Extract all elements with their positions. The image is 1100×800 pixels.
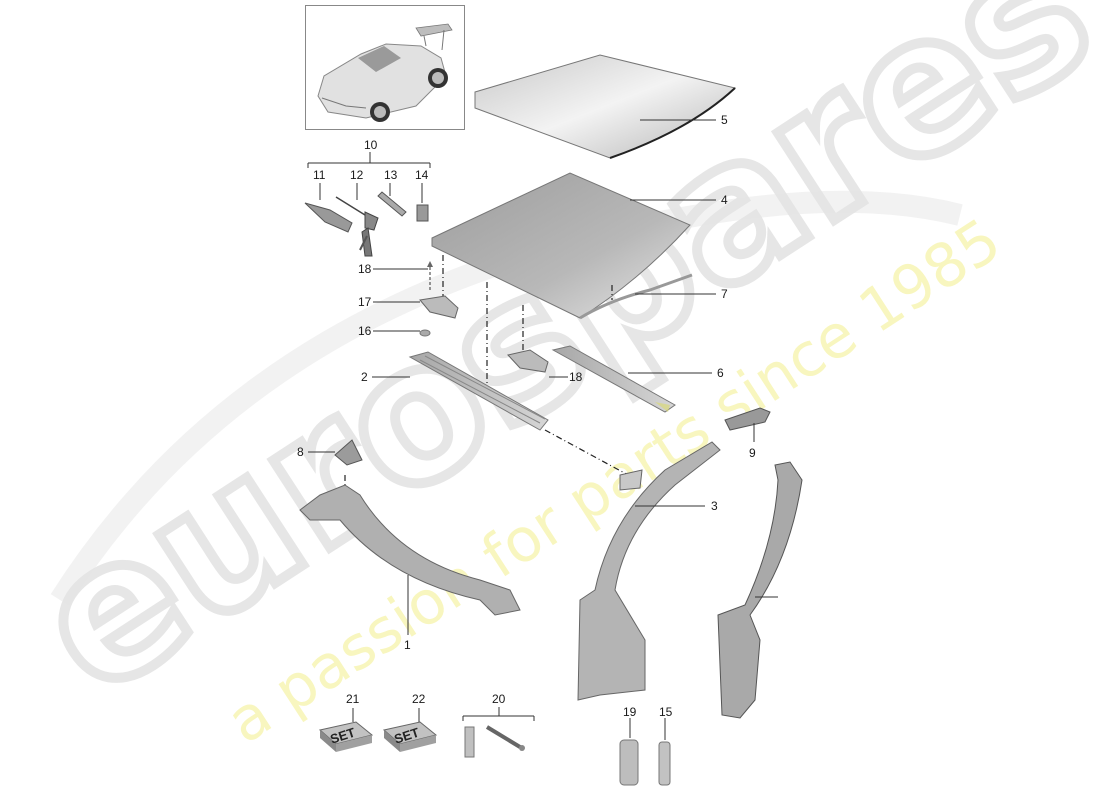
part-6-cross-member-rear xyxy=(551,345,676,413)
callout-9[interactable]: 9 xyxy=(749,446,756,460)
part-17-washer xyxy=(419,329,431,337)
part-12-dispensing-gun xyxy=(335,196,379,257)
callout-4[interactable]: 4 xyxy=(721,193,728,207)
callout-2[interactable]: 2 xyxy=(361,370,368,384)
callout-8[interactable]: 8 xyxy=(297,445,304,459)
part-20-fastener-set xyxy=(464,725,525,758)
callout-10[interactable]: 10 xyxy=(364,138,378,152)
callout-6[interactable]: 6 xyxy=(717,366,724,380)
callout-11[interactable]: 11 xyxy=(313,168,326,182)
part-23-b-pillar xyxy=(717,461,803,719)
part-3-a-pillar xyxy=(577,441,721,701)
callout-22[interactable]: 22 xyxy=(412,692,426,706)
part-1-a-pillar-inner xyxy=(299,484,521,616)
part-14-cap xyxy=(416,204,429,222)
callout-3[interactable]: 3 xyxy=(711,499,718,513)
callout-15[interactable]: 15 xyxy=(659,705,673,719)
callout-21[interactable]: 21 xyxy=(346,692,360,706)
callout-17[interactable]: 16 xyxy=(358,324,372,338)
part-18-bracket xyxy=(419,295,459,319)
part-13-nozzle xyxy=(377,191,407,217)
leader-lines xyxy=(307,119,778,740)
part-9-bracket xyxy=(724,407,771,431)
callout-18[interactable]: 17 xyxy=(358,295,372,309)
svg-text:SET: SET xyxy=(328,725,357,747)
part-21-set: SET xyxy=(318,721,374,752)
part-15-cartridge xyxy=(658,741,671,786)
callout-20[interactable]: 20 xyxy=(492,692,506,706)
callout-5[interactable]: 5 xyxy=(721,113,728,127)
part-16-cartridge xyxy=(619,739,639,786)
part-5-roof-outer xyxy=(474,54,737,159)
callout-13[interactable]: 13 xyxy=(384,168,398,182)
part-8-gusset xyxy=(334,439,363,466)
callout-19[interactable]: 18 xyxy=(358,262,372,276)
callout-18b[interactable]: 18 xyxy=(569,370,583,384)
callout-1[interactable]: 1 xyxy=(404,638,411,652)
svg-text:SET: SET xyxy=(392,725,421,747)
vehicle-thumbnail xyxy=(305,5,465,130)
part-22-set: SET xyxy=(382,721,438,752)
callout-14[interactable]: 14 xyxy=(415,168,429,182)
callout-12[interactable]: 12 xyxy=(350,168,364,182)
part-18-bracket-b xyxy=(507,349,549,373)
callout-7[interactable]: 7 xyxy=(721,287,728,301)
part-2-cross-member-front xyxy=(408,351,549,431)
car-icon xyxy=(317,23,453,122)
part-4-roof-panel xyxy=(431,172,693,320)
part-11-adhesive-tube xyxy=(304,202,353,233)
callout-16[interactable]: 19 xyxy=(623,705,637,719)
part-19-stud xyxy=(427,261,433,290)
